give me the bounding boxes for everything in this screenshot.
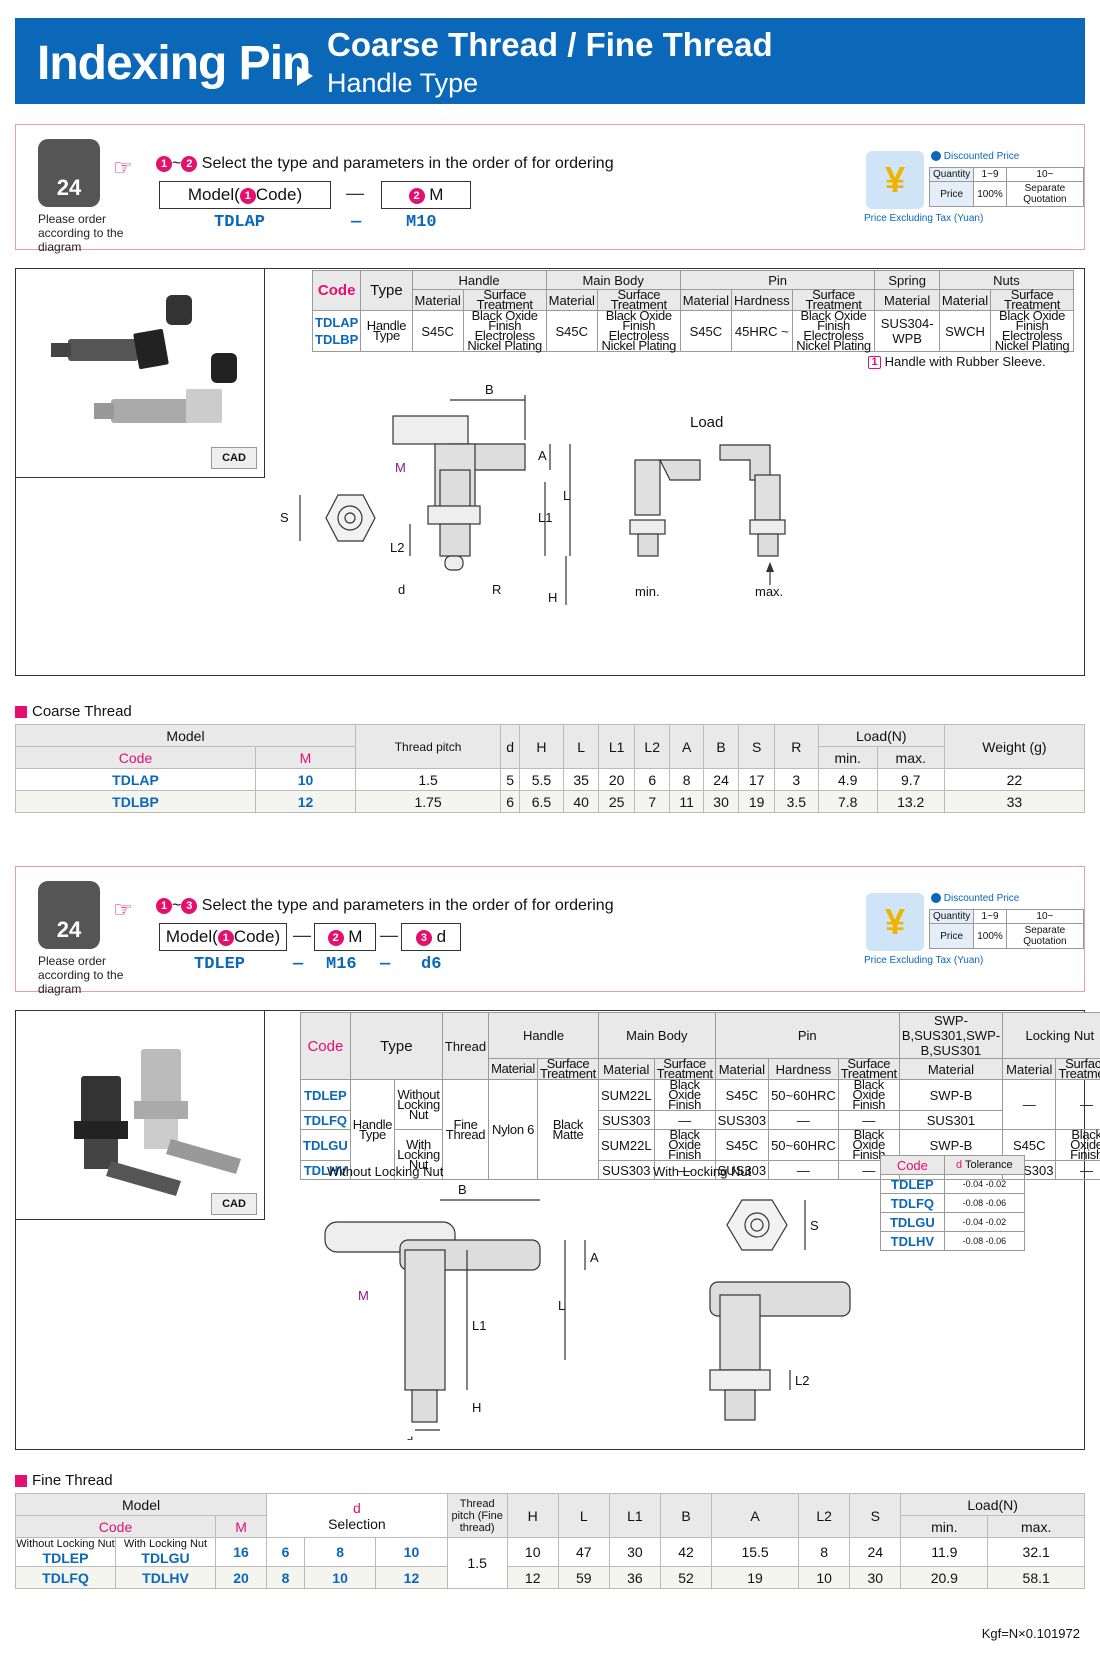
- example-code: TDLAP: [214, 213, 266, 232]
- svg-text:M: M: [395, 460, 406, 475]
- spec-table-1: Code Type Handle Main Body Pin Spring Nu…: [311, 270, 1075, 352]
- svg-text:Load: Load: [690, 414, 723, 431]
- section-fine-thread: Fine Thread: [15, 1472, 113, 1489]
- label-with-locking-nut: With Locking Nut: [653, 1164, 752, 1179]
- technical-drawing-2: B A L L1 H M d S L2: [324, 1182, 851, 1440]
- indexing-pin-photo: [51, 295, 237, 423]
- svg-text:S: S: [280, 510, 289, 525]
- coarse-thread-table: Model Thread pitch d H L L1 L2 A B S R L…: [15, 724, 1086, 813]
- svg-text:R: R: [492, 582, 501, 597]
- page-subtitle: Coarse Thread / Fine Thread: [327, 26, 773, 63]
- yen-icon: ¥: [866, 151, 924, 209]
- svg-text:A: A: [590, 1250, 599, 1265]
- technical-drawing-1: B A L L1 S M L2 d R H Load min. max.: [280, 382, 786, 605]
- label-without-locking-nut: Without Locking Nut: [327, 1164, 444, 1179]
- svg-text:B: B: [485, 382, 494, 397]
- d-box: 3 d: [401, 923, 461, 951]
- svg-text:max.: max.: [755, 584, 783, 599]
- indexing-pin-photo-2: [74, 1049, 241, 1196]
- rubber-sleeve-note: 1 Handle with Rubber Sleeve.: [868, 354, 1046, 370]
- spec-table-2: Code Type Thread Handle Main Body Pin SW…: [300, 1012, 1100, 1180]
- example-m: M10: [406, 213, 437, 232]
- svg-text:L2: L2: [795, 1373, 809, 1388]
- pointing-hand-icon: ☞: [113, 897, 133, 922]
- phone-24-icon: 24: [38, 139, 100, 207]
- product-photo-2: CAD: [15, 1010, 265, 1220]
- svg-text:S: S: [810, 1218, 819, 1233]
- m-box: 2 M: [314, 923, 376, 951]
- svg-text:H: H: [472, 1400, 481, 1415]
- svg-text:d: d: [406, 1434, 413, 1440]
- order-note: Please order according to the diagram: [38, 212, 124, 254]
- page-type: Handle Type: [327, 68, 479, 98]
- svg-text:M: M: [358, 1288, 369, 1303]
- svg-text:H: H: [548, 590, 557, 605]
- page-title: Indexing Pin: [37, 37, 311, 90]
- arrow-right-icon: [297, 66, 313, 86]
- svg-text:L1: L1: [472, 1318, 486, 1333]
- m-box: 2 M: [381, 181, 471, 209]
- order-instruction: 1~2 Select the type and parameters in th…: [156, 155, 614, 173]
- svg-text:min.: min.: [635, 584, 660, 599]
- svg-text:B: B: [458, 1182, 467, 1197]
- order-box-2: 24 Please order according to the diagram…: [15, 866, 1085, 996]
- product-photo-1: CAD: [15, 268, 265, 478]
- svg-text:A: A: [538, 448, 547, 463]
- kgf-note: Kgf=N×0.101972: [981, 1626, 1080, 1641]
- pointing-hand-icon: ☞: [113, 155, 133, 180]
- cad-badge[interactable]: CAD: [211, 447, 257, 469]
- order-box-1: 24 Please order according to the diagram…: [15, 124, 1085, 254]
- section-coarse-thread: Coarse Thread: [15, 703, 132, 720]
- svg-text:L2: L2: [390, 540, 404, 555]
- page-header: Indexing Pin Coarse Thread / Fine Thread…: [15, 18, 1085, 104]
- cad-badge[interactable]: CAD: [211, 1193, 257, 1215]
- svg-text:L1: L1: [538, 510, 552, 525]
- order-instruction: 1~3 Select the type and parameters in th…: [156, 897, 614, 915]
- svg-text:L: L: [563, 488, 570, 503]
- svg-text:d: d: [398, 582, 405, 597]
- yen-icon: ¥: [866, 893, 924, 951]
- svg-text:L: L: [558, 1298, 565, 1313]
- phone-24-icon: 24: [38, 881, 100, 949]
